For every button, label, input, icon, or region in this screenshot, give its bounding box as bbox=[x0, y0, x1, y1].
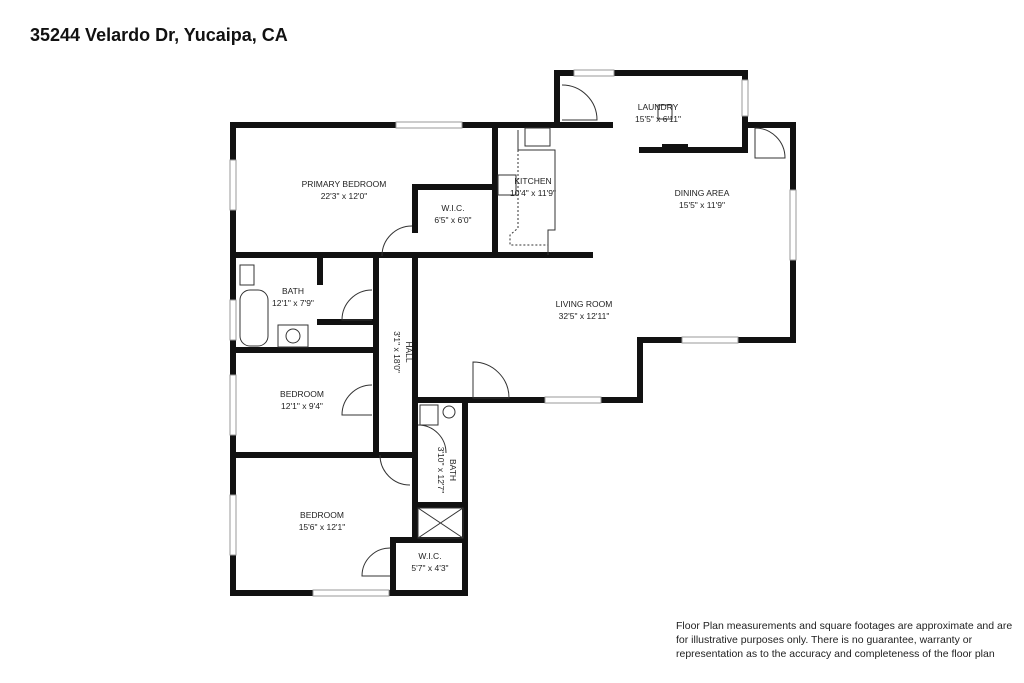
room-name: W.I.C. bbox=[441, 203, 464, 213]
room-size: 12'1" x 9'4" bbox=[281, 401, 323, 411]
room-name: KITCHEN bbox=[514, 176, 551, 186]
room-name: BATH bbox=[282, 286, 304, 296]
room-name: BEDROOM bbox=[300, 510, 344, 520]
disclaimer: Floor Plan measurements and square foota… bbox=[676, 620, 1013, 660]
doors bbox=[341, 84, 786, 577]
fixtures bbox=[239, 104, 688, 539]
page-title: 35244 Velardo Dr, Yucaipa, CA bbox=[30, 25, 288, 45]
room-size: 22'3" x 12'0" bbox=[321, 191, 368, 201]
room-name: HALL bbox=[404, 341, 414, 363]
windows bbox=[229, 69, 797, 597]
room-size: 5'7" x 4'3" bbox=[411, 563, 448, 573]
room-name: DINING AREA bbox=[675, 188, 730, 198]
room-name: BEDROOM bbox=[280, 389, 324, 399]
room-size: 32'5" x 12'11" bbox=[559, 311, 610, 321]
room-size: 6'5" x 6'0" bbox=[434, 215, 471, 225]
room-size: 15'5" x 6'11" bbox=[635, 114, 681, 124]
room-name: LAUNDRY bbox=[638, 102, 679, 112]
room-size: 15'5" x 11'9" bbox=[679, 200, 725, 210]
room-size: 3'10" x 12'7" bbox=[436, 447, 446, 494]
room-size: 12'1" x 7'9" bbox=[272, 298, 314, 308]
room-name: W.I.C. bbox=[418, 551, 441, 561]
room-size: 10'4" x 11'9" bbox=[510, 188, 556, 198]
room-labels: PRIMARY BEDROOM 22'3" x 12'0" W.I.C. 6'5… bbox=[272, 102, 730, 573]
room-size: 3'1" x 18'0" bbox=[392, 331, 402, 373]
room-name: PRIMARY BEDROOM bbox=[302, 179, 387, 189]
room-name: LIVING ROOM bbox=[556, 299, 613, 309]
room-name: BATH bbox=[448, 459, 458, 481]
room-size: 15'6" x 12'1" bbox=[299, 522, 346, 532]
